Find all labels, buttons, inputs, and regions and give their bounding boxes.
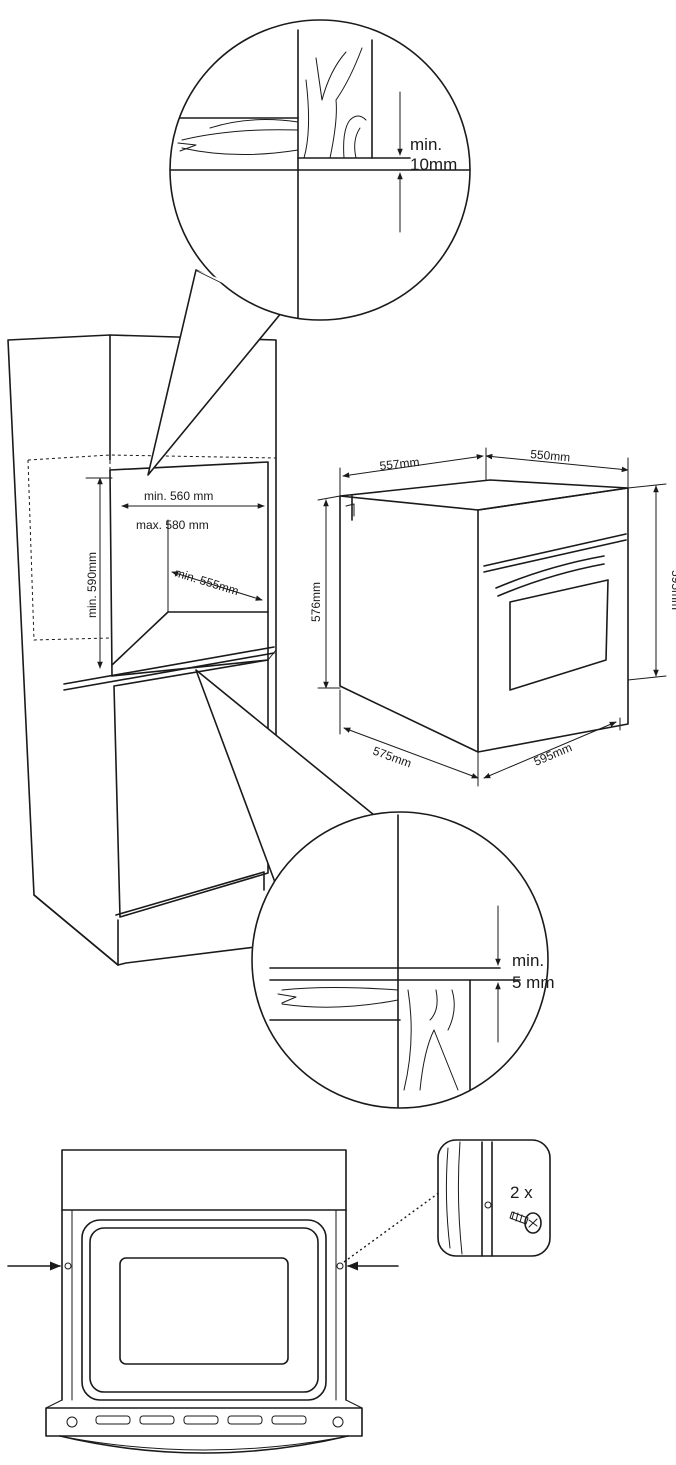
oven-3d-view [339, 479, 629, 753]
oven-top-width-label: 550mm [530, 447, 571, 464]
oven-top-depth-label: 557mm [379, 455, 420, 473]
screw-icon [509, 1211, 542, 1234]
cabinet-max-width-label: max. 580 mm [136, 518, 209, 532]
oven-height-right-label: 595mm [669, 570, 676, 610]
oven-dimension-arrows [317, 447, 667, 787]
oven-bottom-width-label: 595mm [532, 740, 574, 769]
cabinet-min-width-label: min. 560 mm [144, 489, 213, 503]
top-gap-label-min: min. [410, 135, 442, 154]
cabinet-min-depth-label: min. 555mm [173, 565, 240, 598]
bottom-detail-callout [195, 669, 549, 1109]
cabinet-min-height-label: min. 590mm [85, 552, 99, 618]
tall-cabinet [7, 334, 277, 966]
oven-height-left-label: 576mm [309, 582, 323, 622]
cabinet-dimension-arrows [85, 477, 265, 669]
vent-slots [66, 1415, 344, 1428]
oven-bottom-depth-label: 575mm [371, 744, 413, 771]
screw-count-label: 2 x [510, 1183, 533, 1202]
screw-detail-box [437, 1139, 551, 1257]
bottom-gap-label-min: min. [512, 951, 544, 970]
top-detail-callout [147, 19, 471, 476]
bottom-gap-label-value: 5 mm [512, 973, 555, 992]
screw-position-arrows [7, 1191, 441, 1271]
oven-front-view [45, 1149, 363, 1454]
top-gap-label-value: 10mm [410, 155, 457, 174]
